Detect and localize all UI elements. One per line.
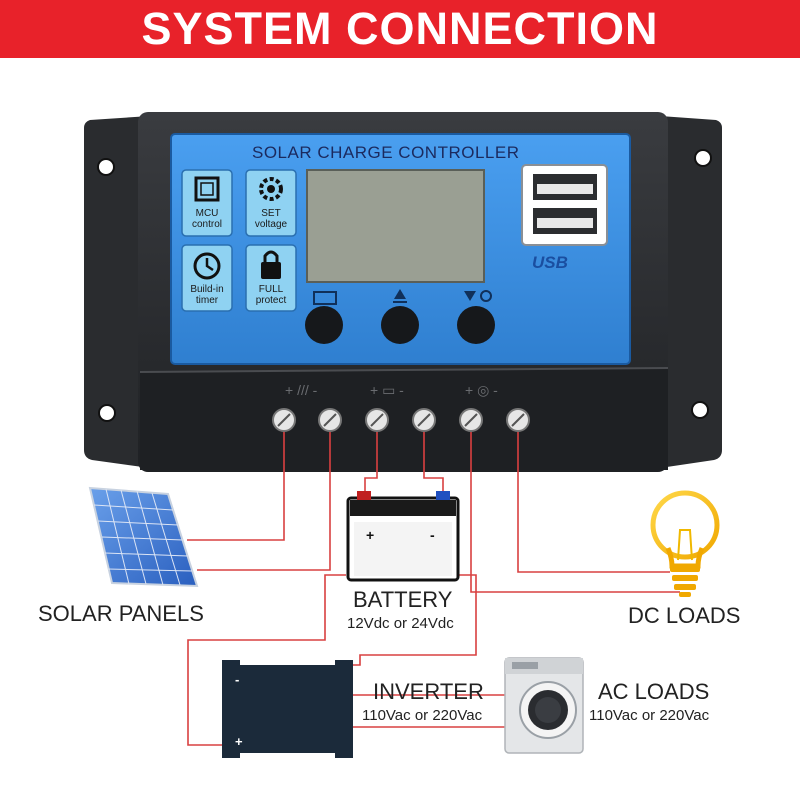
solar-panels-label: SOLAR PANELS: [38, 601, 204, 626]
mount-hole-bottom-right: [691, 401, 709, 419]
battery-spec: 12Vdc or 24Vdc: [347, 615, 454, 632]
button-symbols: [313, 289, 492, 305]
wire-solar-negative: [197, 432, 331, 571]
up-button[interactable]: [381, 306, 419, 344]
terminal-screws: [272, 408, 530, 432]
wire-dc-load-positive: [470, 432, 680, 593]
usb-ports: [521, 164, 608, 246]
wire-dc-load-negative: [517, 432, 670, 573]
menu-symbol: [313, 291, 337, 305]
svg-text:+: +: [235, 734, 243, 749]
battery: + -: [346, 491, 460, 582]
svg-text:+ ◎ -: + ◎ -: [465, 382, 498, 398]
down-button[interactable]: [457, 306, 495, 344]
svg-text:+ /// -: + /// -: [285, 382, 318, 398]
svg-text:+: +: [366, 527, 374, 543]
up-arrow-icon: [394, 289, 406, 299]
clock-icon: [193, 252, 221, 280]
inverter-label: INVERTER: [373, 679, 484, 704]
wire-battery-positive: [364, 432, 378, 498]
wire-inverter-positive: [187, 574, 346, 746]
charge-controller: [84, 112, 722, 472]
battery-label: BATTERY: [353, 587, 453, 612]
lock-icon: [261, 262, 281, 279]
inverter: - +: [222, 660, 353, 758]
mount-hole-bottom-left: [98, 404, 116, 422]
menu-button[interactable]: [305, 306, 343, 344]
dc-loads-label: DC LOADS: [628, 603, 741, 628]
title-banner: SYSTEM CONNECTION: [0, 0, 800, 58]
light-bulb-icon: [650, 490, 720, 597]
solar-panel: [88, 486, 199, 588]
mount-hole-top-left: [97, 158, 115, 176]
wire-battery-negative: [423, 432, 444, 498]
washing-machine-icon: [504, 657, 584, 754]
svg-text:-: -: [430, 527, 435, 543]
banner-title: SYSTEM CONNECTION: [141, 3, 659, 54]
right-mounting-ear: [660, 116, 722, 468]
wiring: [187, 432, 680, 746]
down-arrow-icon: [464, 291, 476, 301]
terminal-symbols: + /// - + ▭ - + ◎ -: [285, 382, 498, 398]
terminal-block: [140, 368, 668, 470]
wire-inverter-negative: [345, 574, 477, 666]
controller-title: SOLAR CHARGE CONTROLLER: [252, 143, 520, 162]
battery-positive-terminal: [357, 491, 371, 500]
gear-icon: [259, 177, 283, 201]
lcd-screen: [306, 169, 485, 283]
feature-tiles: [181, 169, 297, 312]
left-mounting-ear: [84, 116, 150, 468]
wire-solar-positive: [187, 432, 285, 541]
mount-hole-top-right: [694, 149, 712, 167]
usb-label: USB: [532, 253, 568, 272]
ac-loads-label: AC LOADS: [598, 679, 710, 704]
chip-icon: [194, 176, 220, 202]
battery-negative-terminal: [436, 491, 450, 500]
svg-text:-: -: [235, 672, 239, 687]
svg-text:+ ▭ -: + ▭ -: [370, 382, 404, 398]
ac-loads-spec: 110Vac or 220Vac: [589, 707, 710, 724]
set-voltage-tile: [245, 169, 297, 237]
inverter-spec: 110Vac or 220Vac: [362, 707, 483, 724]
